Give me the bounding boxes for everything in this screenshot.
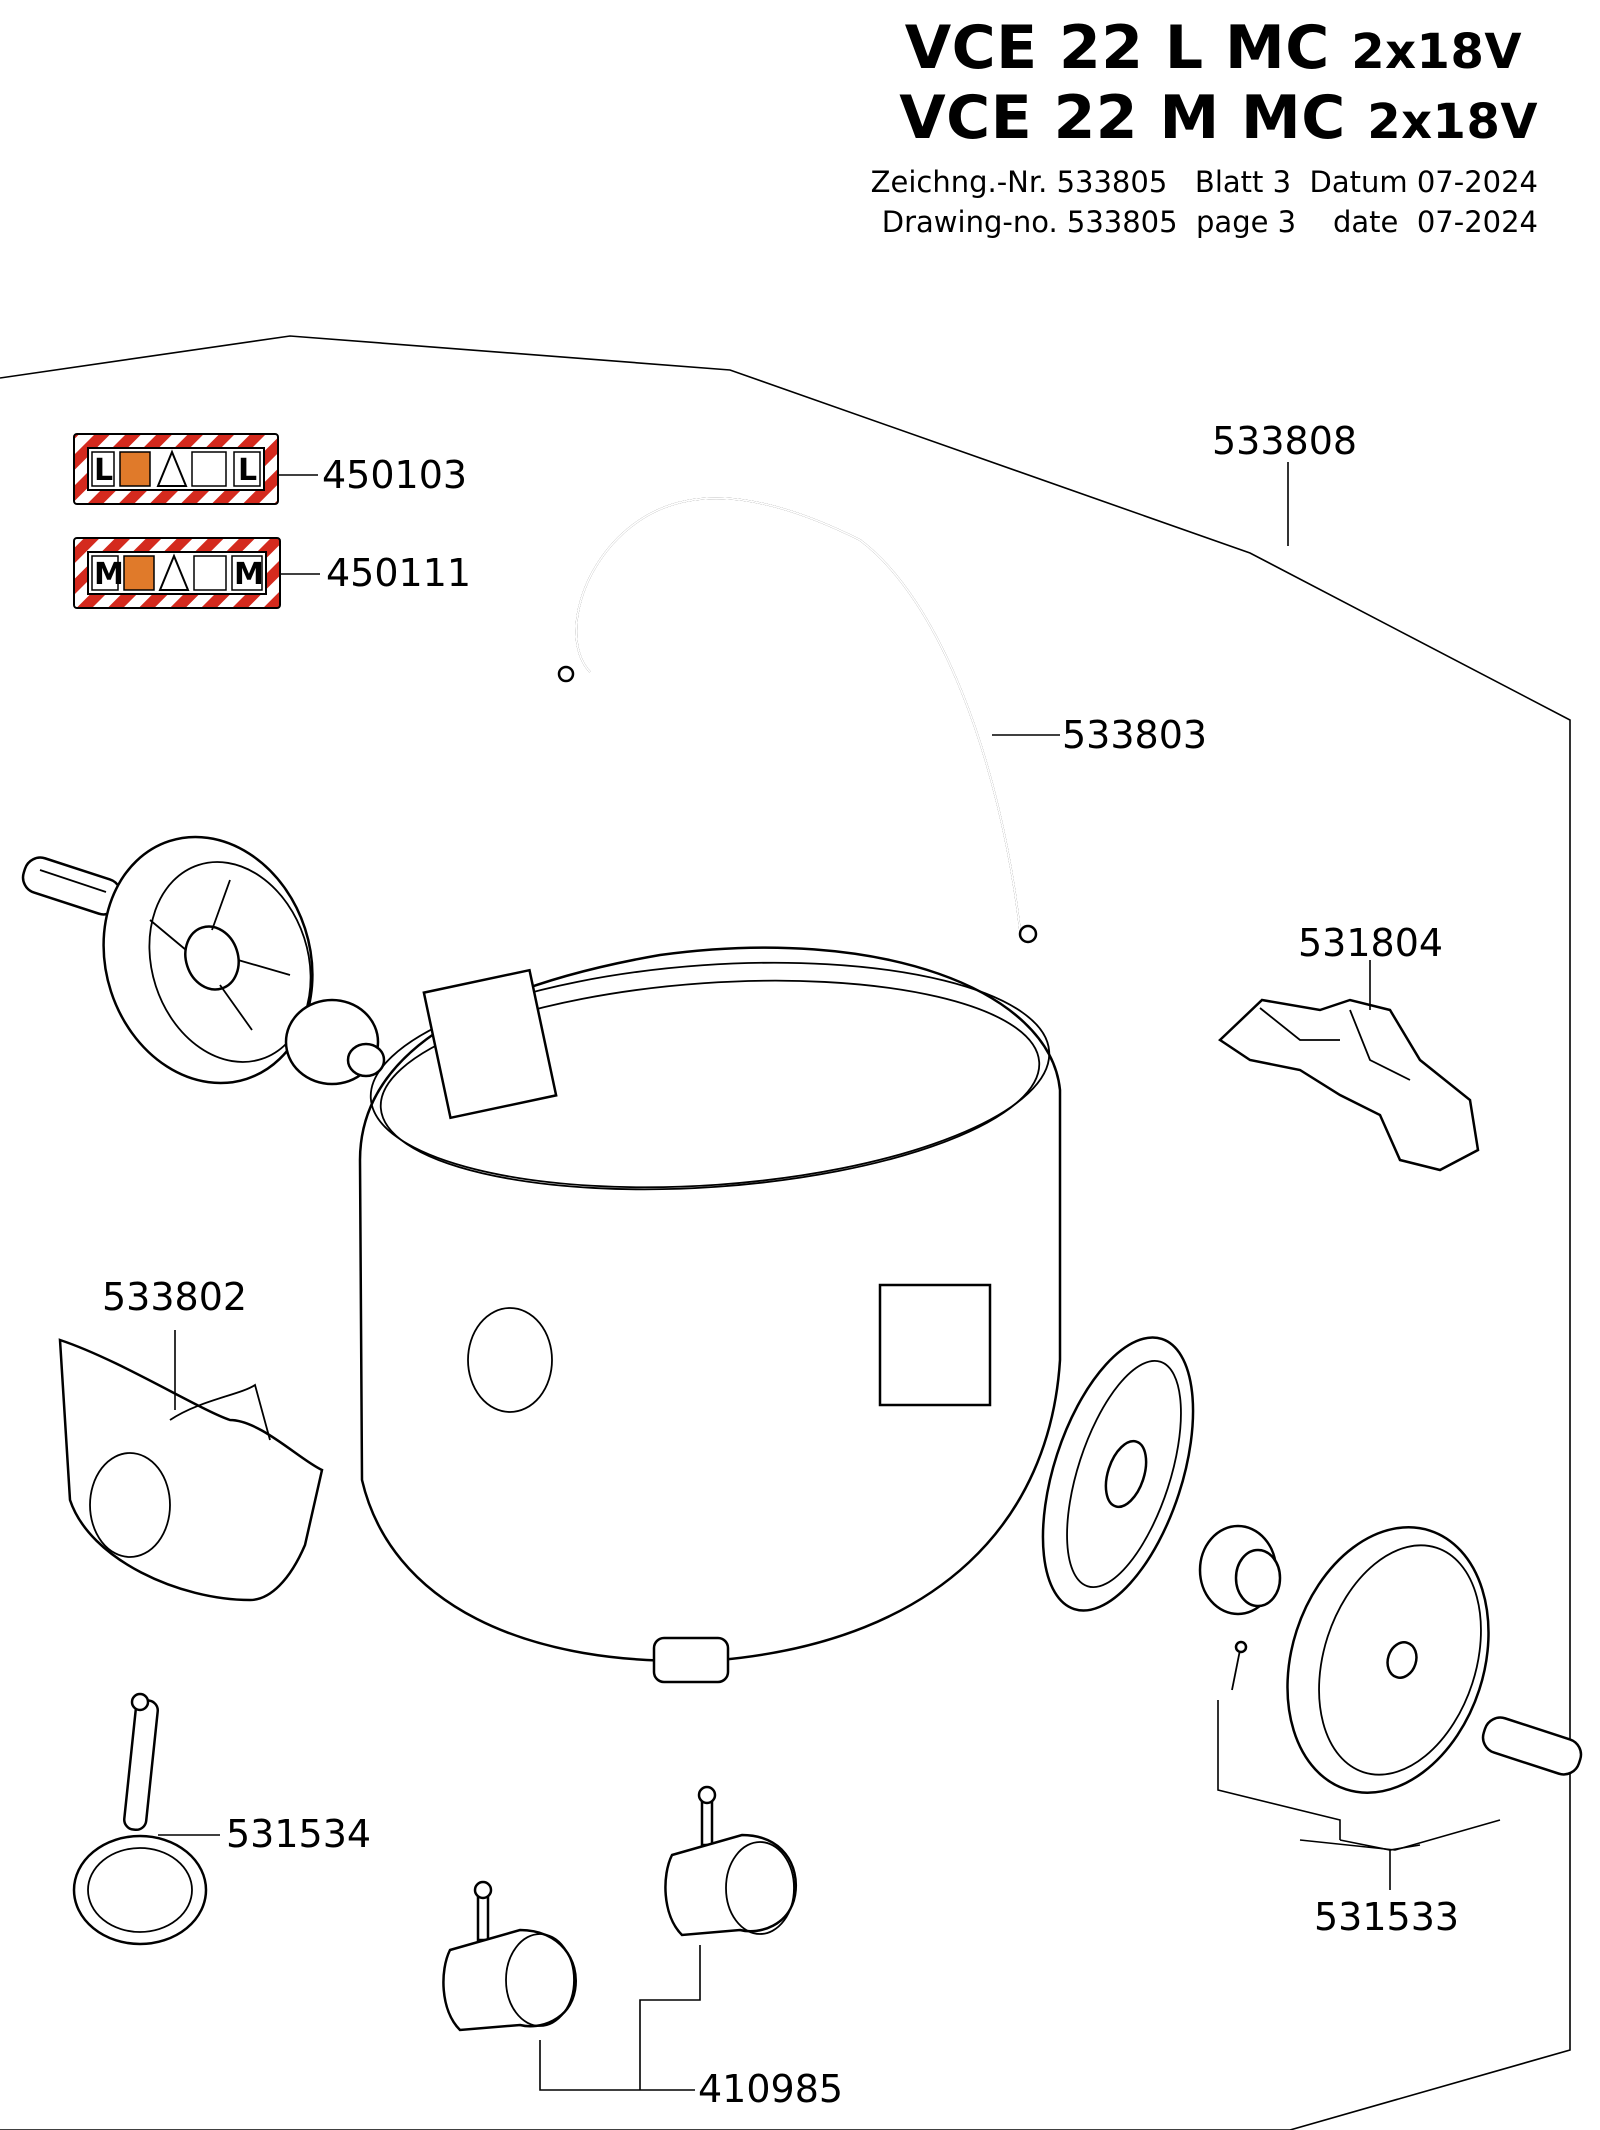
part-number-531804: 531804 bbox=[1298, 921, 1444, 965]
sticker-m-letter: M bbox=[94, 557, 124, 592]
drawing-meta-en: Drawing-no. 533805 page 3 date 07-2024 bbox=[881, 205, 1538, 239]
title-model-m: VCE 22 M MC bbox=[899, 83, 1346, 153]
title-line-2: VCE 22 M MC 2x18V bbox=[899, 88, 1538, 148]
part-number-410985: 410985 bbox=[698, 2067, 844, 2111]
container-body bbox=[358, 946, 1062, 1684]
title-voltage-l: 2x18V bbox=[1351, 24, 1522, 80]
wheel-mounted-right bbox=[1041, 1336, 1195, 1612]
sticker-m bbox=[73, 537, 281, 609]
title-line-1: VCE 22 L MC 2x18V bbox=[905, 18, 1522, 78]
part-number-533803: 533803 bbox=[1062, 713, 1208, 757]
caster-right bbox=[664, 1785, 798, 1937]
hub-right bbox=[1198, 1524, 1282, 1616]
title-model-l: VCE 22 L MC bbox=[904, 13, 1330, 83]
caster-left bbox=[442, 1880, 577, 2032]
part-number-450111: 450111 bbox=[326, 551, 472, 595]
part-number-531534: 531534 bbox=[226, 1812, 372, 1856]
sticker-l-letter: L bbox=[94, 453, 114, 488]
axle-pin-right bbox=[1481, 1716, 1583, 1776]
wheel-left bbox=[102, 835, 314, 1085]
part-number-450103: 450103 bbox=[322, 453, 468, 497]
screw bbox=[1231, 1640, 1248, 1691]
title-voltage-m: 2x18V bbox=[1367, 94, 1538, 150]
sticker-l-letter-right: L bbox=[238, 453, 258, 488]
part-number-533808: 533808 bbox=[1212, 419, 1358, 463]
frame-outline bbox=[0, 335, 1571, 2130]
part-number-531533: 531533 bbox=[1314, 1895, 1460, 1939]
handle-bow bbox=[557, 497, 1038, 944]
sticker-l bbox=[73, 433, 279, 505]
drawing-meta-de: Zeichng.-Nr. 533805 Blatt 3 Datum 07-202… bbox=[870, 165, 1538, 199]
filter-key bbox=[72, 1692, 208, 1946]
hub-left bbox=[284, 998, 386, 1086]
front-panel bbox=[58, 1338, 324, 1602]
sticker-m-letter-right: M bbox=[234, 557, 264, 592]
wheel-right-loose bbox=[1286, 1526, 1490, 1794]
part-number-533802: 533802 bbox=[102, 1275, 248, 1319]
handle-bracket bbox=[1218, 998, 1480, 1172]
